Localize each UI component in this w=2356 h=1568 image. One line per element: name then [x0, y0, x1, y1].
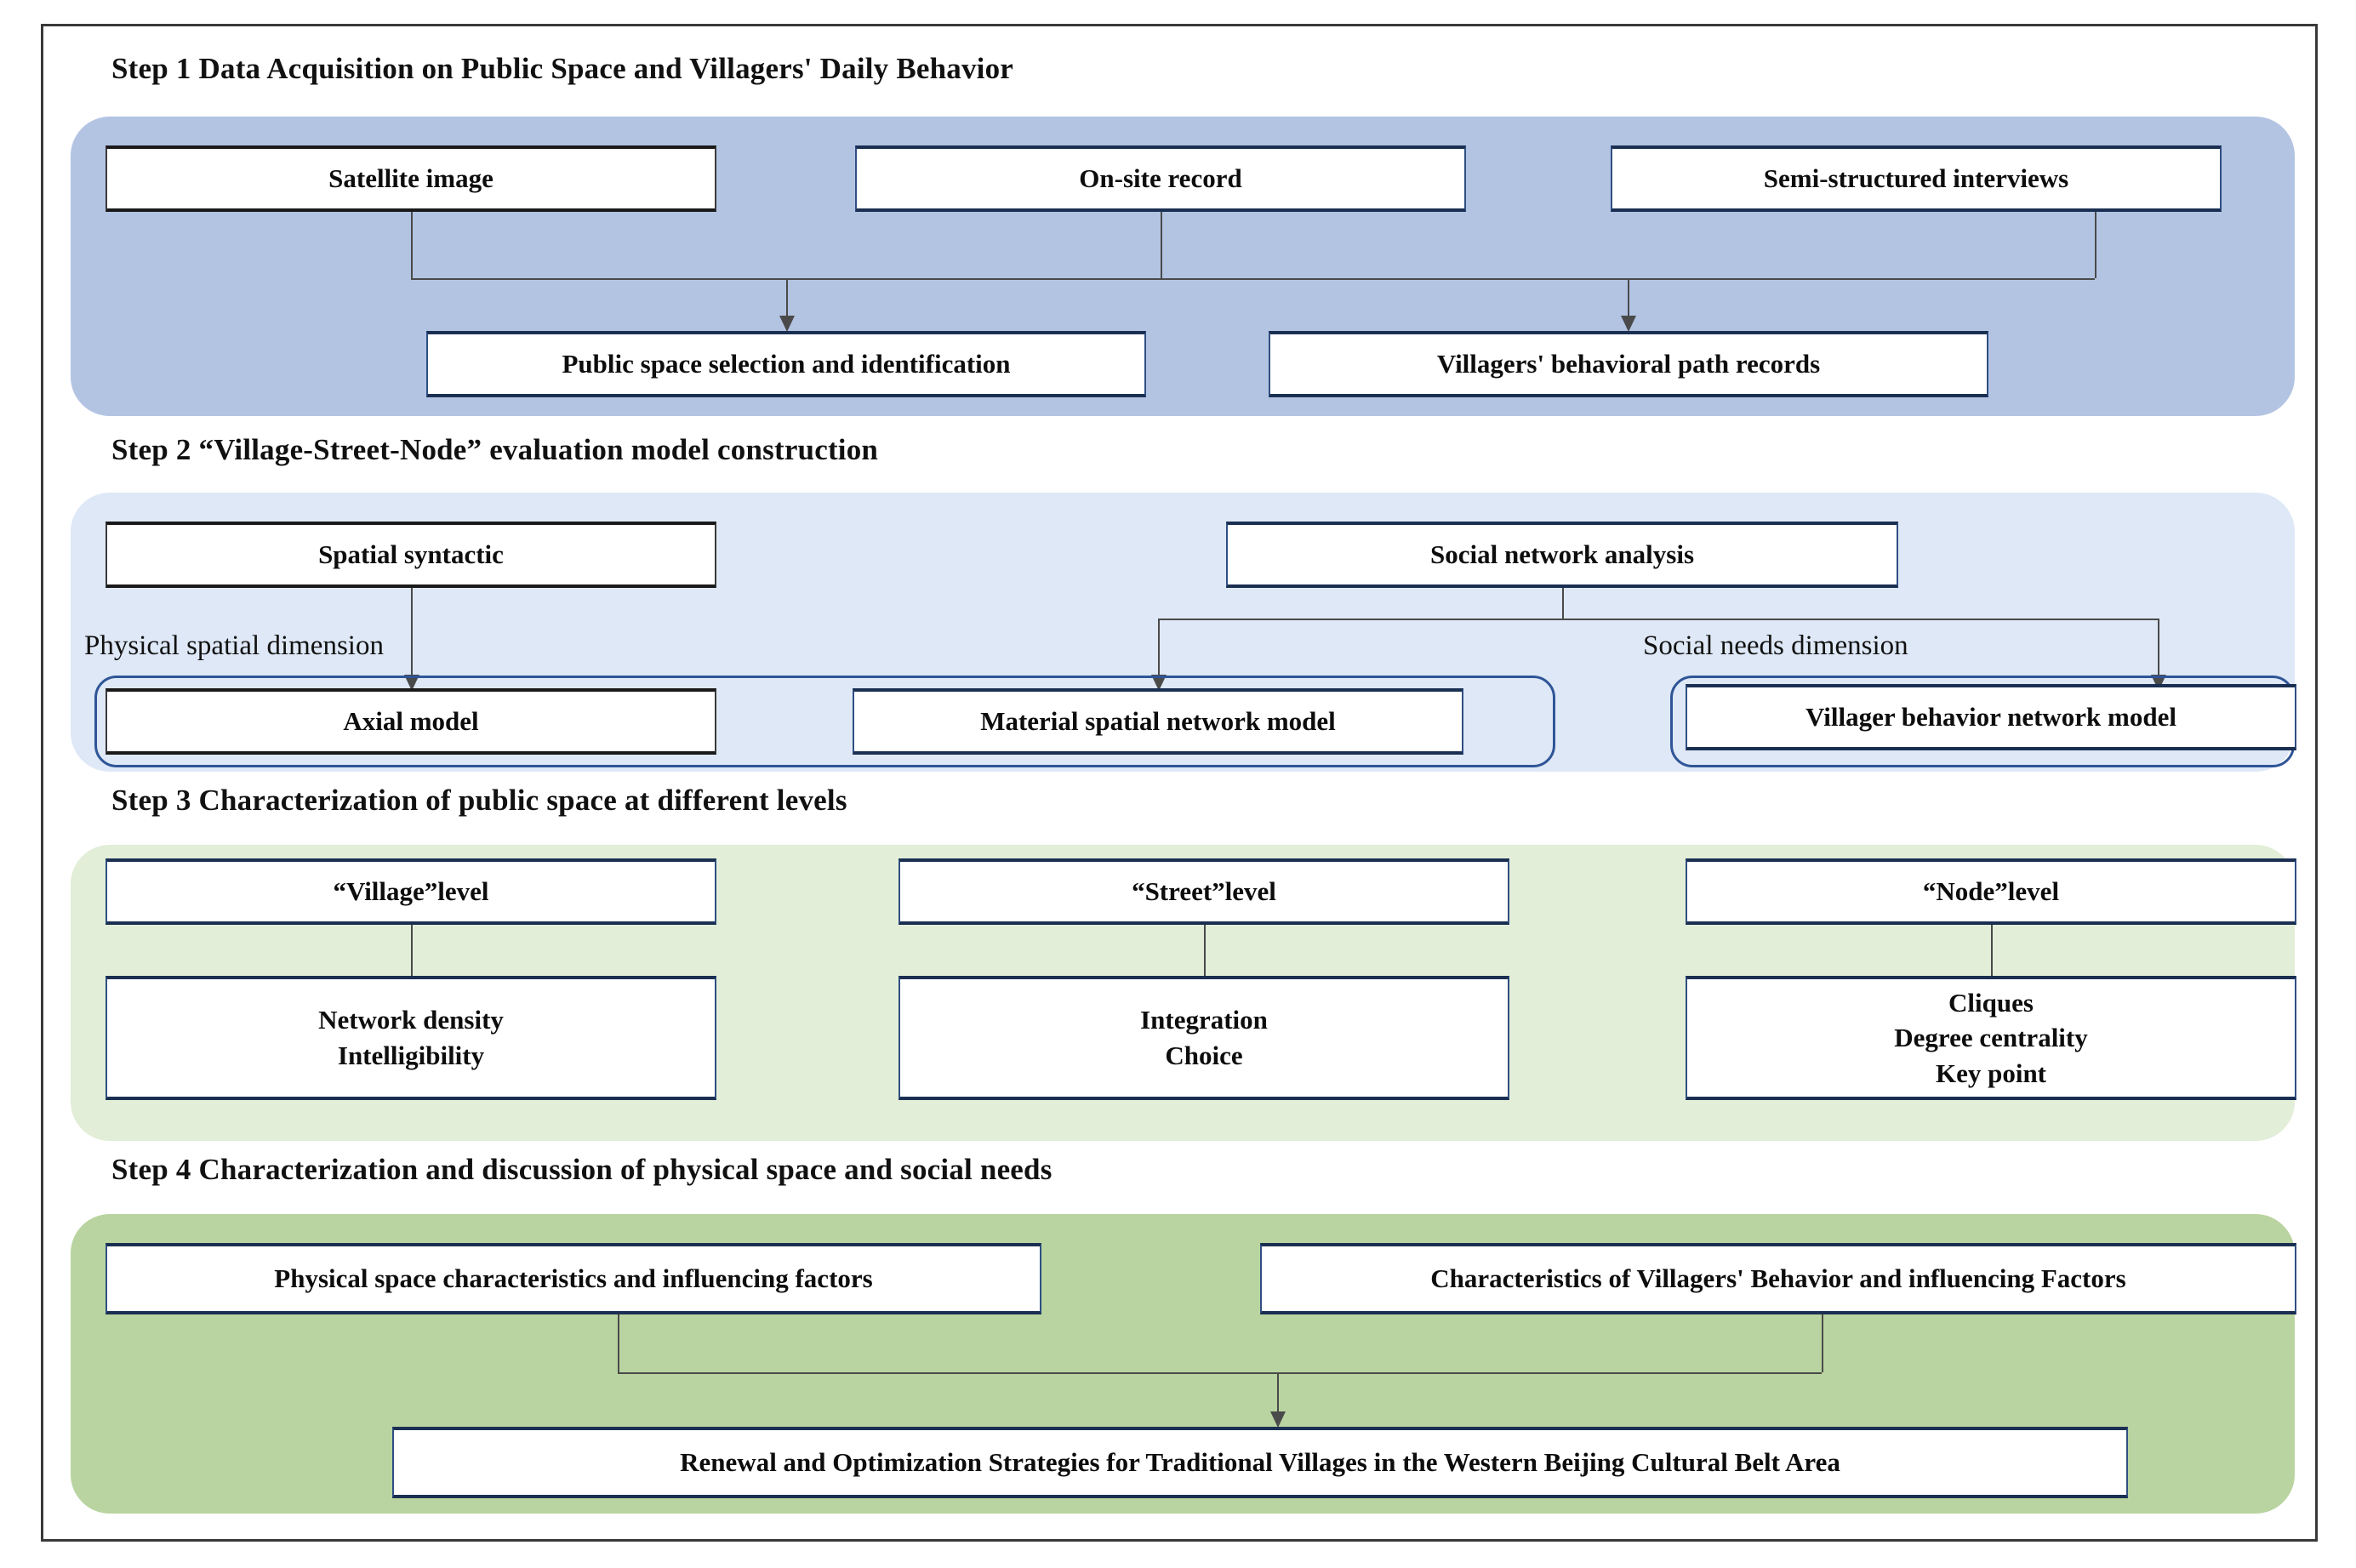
- connector-step4-merge: [618, 1372, 1822, 1374]
- label-social-needs-dimension: Social needs dimension: [1643, 630, 1908, 661]
- node-node-level[interactable]: “Node”level: [1686, 858, 2296, 925]
- arrow-to-public-space: [779, 316, 795, 332]
- node-village-metrics[interactable]: Network density Intelligibility: [106, 976, 716, 1100]
- connector-sna-to-material: [1158, 619, 1160, 680]
- connector-satellite-down: [411, 212, 413, 278]
- label-physical-spatial-dimension: Physical spatial dimension: [84, 630, 384, 661]
- village-metric-1: Network density: [318, 1005, 504, 1035]
- node-physical-space-characteristics[interactable]: Physical space characteristics and influ…: [106, 1243, 1041, 1314]
- node-semi-structured-interviews[interactable]: Semi-structured interviews: [1611, 145, 2222, 212]
- street-metric-2: Choice: [1165, 1041, 1243, 1070]
- connector-sna-split: [1158, 619, 2158, 620]
- node-villager-behavior-network-model[interactable]: Villager behavior network model: [1686, 684, 2296, 750]
- arrow-to-material-model: [1151, 675, 1167, 691]
- node-metric-1: Cliques: [1948, 987, 2034, 1018]
- node-public-space-selection[interactable]: Public space selection and identificatio…: [426, 331, 1146, 397]
- node-node-metrics[interactable]: Cliques Degree centrality Key point: [1686, 976, 2296, 1100]
- node-village-level[interactable]: “Village”level: [106, 858, 716, 925]
- connector-physical-down: [618, 1314, 619, 1372]
- node-axial-model[interactable]: Axial model: [106, 688, 716, 755]
- connector-village-to-metrics: [411, 925, 413, 976]
- group-physical-spatial-models: [94, 676, 1555, 767]
- node-street-metrics[interactable]: Integration Choice: [898, 976, 1509, 1100]
- arrow-to-path-records: [1621, 316, 1636, 332]
- step-4-title: Step 4 Characterization and discussion o…: [111, 1153, 1052, 1186]
- connector-to-renewal: [1277, 1372, 1279, 1417]
- connector-sna-down: [1562, 588, 1564, 619]
- node-onsite-record[interactable]: On-site record: [855, 145, 1466, 212]
- arrow-to-axial-model: [404, 675, 419, 691]
- figure-frame: Step 1 Data Acquisition on Public Space …: [41, 24, 2318, 1542]
- node-renewal-strategies[interactable]: Renewal and Optimization Strategies for …: [392, 1427, 2128, 1498]
- connector-node-to-metrics: [1991, 925, 1993, 976]
- node-behavioral-path-records[interactable]: Villagers' behavioral path records: [1269, 331, 1988, 397]
- connector-to-path-records: [1628, 278, 1629, 321]
- connector-interviews-down: [2095, 212, 2096, 278]
- step-2-title: Step 2 “Village-Street-Node” evaluation …: [111, 433, 879, 466]
- step-1-title: Step 1 Data Acquisition on Public Space …: [111, 52, 1014, 85]
- node-villagers-behavior-characteristics[interactable]: Characteristics of Villagers' Behavior a…: [1260, 1243, 2296, 1314]
- connector-onsite-down: [1161, 212, 1162, 278]
- node-social-network-analysis[interactable]: Social network analysis: [1226, 522, 1898, 588]
- connector-behavior-down: [1822, 1314, 1823, 1372]
- connector-syntactic-to-axial: [411, 588, 413, 680]
- node-satellite-image[interactable]: Satellite image: [106, 145, 716, 212]
- node-material-spatial-network-model[interactable]: Material spatial network model: [853, 688, 1463, 755]
- connector-to-public-space: [786, 278, 788, 321]
- connector-street-to-metrics: [1204, 925, 1206, 976]
- connector-sna-to-villager: [2158, 619, 2159, 680]
- node-spatial-syntactic[interactable]: Spatial syntactic: [106, 522, 716, 588]
- step-3-title: Step 3 Characterization of public space …: [111, 784, 847, 817]
- arrow-to-renewal-strategies: [1270, 1411, 1286, 1428]
- node-metric-3: Key point: [1935, 1058, 2047, 1088]
- node-metric-2: Degree centrality: [1894, 1023, 2088, 1053]
- node-street-level[interactable]: “Street”level: [898, 858, 1509, 925]
- street-metric-1: Integration: [1140, 1005, 1268, 1035]
- village-metric-2: Intelligibility: [337, 1041, 485, 1070]
